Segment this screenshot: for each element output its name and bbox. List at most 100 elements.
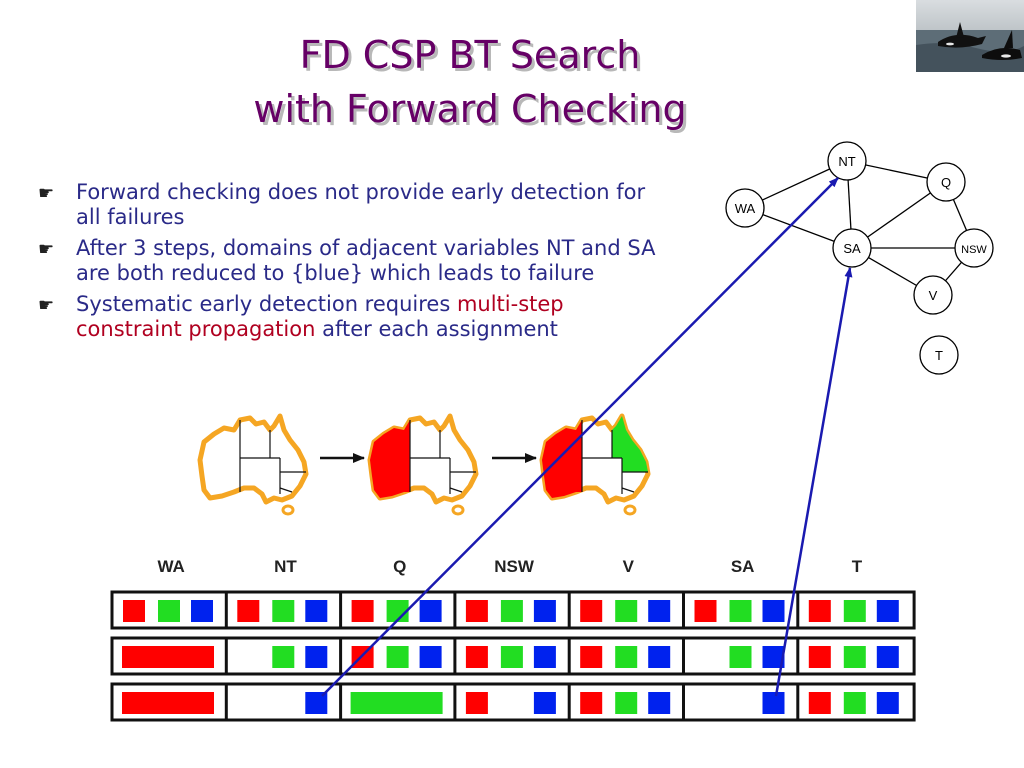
- map-region-wa: [370, 420, 410, 498]
- table-header-t: T: [852, 557, 863, 576]
- domain-value-red: [123, 600, 145, 622]
- domain-value-red: [465, 646, 488, 668]
- domain-value-blue: [533, 692, 556, 714]
- graph-node-q: [926, 162, 966, 202]
- domain-value-red: [465, 692, 488, 714]
- table-header-nt: NT: [274, 557, 297, 576]
- pointing-hand-icon: ☛: [38, 183, 55, 204]
- graph-node-t: [919, 335, 959, 375]
- domain-value-blue: [648, 692, 671, 714]
- arrow-nt: [321, 177, 839, 697]
- slide-title: FD CSP BT Search with Forward Checking: [180, 28, 760, 136]
- domain-value-blue: [533, 646, 556, 668]
- table-row: [110, 682, 916, 722]
- australia-map-2: [367, 413, 479, 516]
- bullet-list: ☛ Forward checking does not provide earl…: [38, 180, 658, 348]
- table-header-v: V: [623, 557, 635, 576]
- domain-value-green: [350, 692, 443, 714]
- domain-value-green: [158, 600, 180, 622]
- australia-maps: [197, 413, 651, 516]
- graph-node-label: SA: [843, 241, 861, 256]
- domain-value-red: [808, 600, 831, 622]
- domain-value-blue: [305, 692, 328, 714]
- domain-value-green: [272, 600, 295, 622]
- graph-node-label: NSW: [961, 244, 987, 256]
- domain-value-blue: [648, 646, 671, 668]
- title-line-2: with Forward Checking: [253, 87, 687, 131]
- orca-photo: [916, 0, 1024, 72]
- domain-value-green: [386, 600, 409, 622]
- domain-value-red: [122, 646, 214, 668]
- domain-value-blue: [419, 600, 442, 622]
- domain-value-red: [580, 600, 603, 622]
- domain-value-red: [580, 646, 603, 668]
- graph-node-label: WA: [735, 201, 756, 216]
- domain-value-red: [580, 692, 603, 714]
- domain-value-green: [729, 600, 752, 622]
- domain-value-green: [500, 646, 523, 668]
- domain-value-blue: [876, 646, 899, 668]
- domain-value-red: [351, 600, 374, 622]
- domain-value-blue: [305, 646, 328, 668]
- domain-value-green: [386, 646, 409, 668]
- domain-value-green: [500, 600, 523, 622]
- bullet-item: ☛ Systematic early detection requires mu…: [38, 292, 658, 342]
- domain-value-blue: [419, 646, 442, 668]
- map-region-t: [623, 504, 637, 516]
- domain-value-blue: [762, 646, 785, 668]
- domain-value-blue: [876, 692, 899, 714]
- domain-value-blue: [876, 600, 899, 622]
- graph-node-label: NT: [838, 154, 855, 169]
- bullet-item: ☛ After 3 steps, domains of adjacent var…: [38, 236, 658, 286]
- graph-node-label: T: [935, 348, 943, 363]
- map-region-t: [281, 504, 295, 516]
- graph-node-nt: [827, 141, 867, 181]
- domain-value-blue: [305, 600, 328, 622]
- graph-node-sa: [832, 228, 872, 268]
- graph-node-label: V: [929, 288, 938, 303]
- table-header-nsw: NSW: [494, 557, 535, 576]
- arrow-sa: [774, 267, 853, 697]
- domain-value-blue: [533, 600, 556, 622]
- domain-value-red: [808, 646, 831, 668]
- domain-value-red: [808, 692, 831, 714]
- graph-node-label: Q: [941, 175, 951, 190]
- constraint-graph: NT Q WA SA NSW V T: [725, 141, 994, 375]
- table-header-q: Q: [393, 557, 406, 576]
- domain-value-green: [272, 646, 295, 668]
- bullet-text: Forward checking does not provide early …: [76, 180, 646, 229]
- domain-value-blue: [762, 692, 785, 714]
- australia-map-3: [539, 413, 651, 516]
- pointing-hand-icon: ☛: [38, 295, 55, 316]
- domain-value-red: [237, 600, 260, 622]
- domain-value-green: [843, 692, 866, 714]
- domain-value-red: [694, 600, 717, 622]
- domain-value-blue: [648, 600, 671, 622]
- map-region-wa: [542, 420, 582, 498]
- domain-value-red: [122, 692, 214, 714]
- table-header-wa: WA: [157, 557, 184, 576]
- graph-node-wa: [725, 188, 765, 228]
- australia-map-1: [197, 413, 309, 516]
- graph-node-nsw: [954, 228, 994, 268]
- domain-value-green: [843, 600, 866, 622]
- domain-table: WA NT Q NSW V SA T: [110, 557, 916, 722]
- map-region-t: [451, 504, 465, 516]
- bullet-item: ☛ Forward checking does not provide earl…: [38, 180, 658, 230]
- bullet-text-before: Systematic early detection requires: [76, 292, 457, 316]
- pointing-hand-icon: ☛: [38, 239, 55, 260]
- bullet-text: After 3 steps, domains of adjacent varia…: [76, 236, 656, 285]
- graph-node-v: [913, 275, 953, 315]
- bullet-text-after: after each assignment: [315, 317, 558, 341]
- title-line-1: FD CSP BT Search: [299, 33, 641, 77]
- table-header-sa: SA: [731, 557, 755, 576]
- domain-value-blue: [762, 600, 785, 622]
- domain-value-green: [615, 600, 638, 622]
- domain-value-green: [615, 692, 638, 714]
- domain-value-green: [615, 646, 638, 668]
- domain-value-red: [465, 600, 488, 622]
- domain-value-blue: [191, 600, 213, 622]
- domain-value-green: [729, 646, 752, 668]
- bullet-highlight: multi-step constraint propagation: [76, 292, 564, 341]
